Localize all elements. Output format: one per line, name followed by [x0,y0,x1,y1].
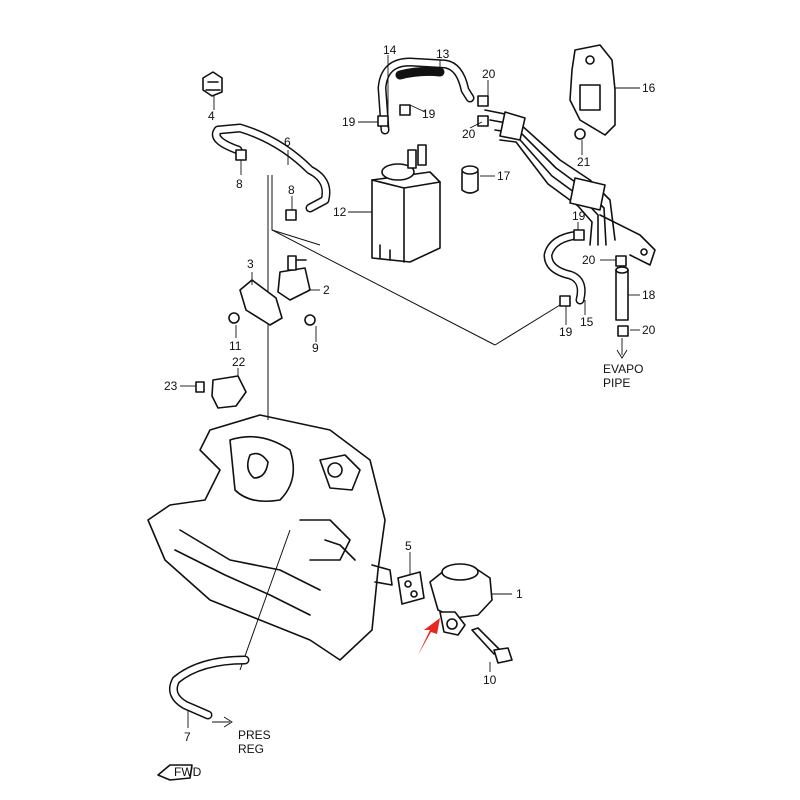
clip-4 [202,71,223,97]
intake-manifold [147,414,393,661]
callout-6: 6 [284,135,291,149]
sensor-22 [211,375,247,409]
canister [371,144,441,263]
callout-labels: 14 13 20 19 19 20 16 21 17 12 19 20 18 1… [164,43,656,744]
gasket-5 [397,571,425,605]
callout-8-right: 8 [288,183,295,197]
callout-13: 13 [436,47,450,61]
callout-20-upper: 20 [462,127,476,141]
callout-16: 16 [642,81,656,95]
callout-19-top: 19 [342,115,356,129]
callout-10: 10 [483,673,497,687]
callout-3: 3 [247,257,254,271]
callout-12: 12 [333,205,347,219]
fwd-label: FWD [174,765,202,779]
callout-20-top: 20 [482,67,496,81]
red-pointer-arrow [418,618,440,655]
pres-reg-label-line1: PRES [238,728,271,742]
tube-18 [615,266,629,321]
callout-19-canister: 19 [422,107,436,121]
part-17-cap [461,165,479,194]
pipe-bundle [484,109,656,266]
callout-19-lower: 19 [559,325,573,339]
hose-6 [211,123,331,213]
callout-2: 2 [323,283,330,297]
callout-8-left: 8 [236,177,243,191]
callout-20-lower: 20 [642,323,656,337]
bracket-16 [569,44,616,136]
callout-19-right: 19 [572,209,586,223]
evapo-pipe-label-line1: EVAPO [603,362,643,376]
bolt-10 [471,627,513,664]
callout-23: 23 [164,379,178,393]
evapo-pipe-label-line2: PIPE [603,376,630,390]
callout-14: 14 [383,43,397,57]
callout-21: 21 [577,155,591,169]
fwd-arrow: FWD [157,764,202,781]
callout-20-mid: 20 [582,253,596,267]
callout-11: 11 [229,339,242,353]
connection-lines [239,175,561,671]
leader-lines [180,55,640,728]
clamps [195,95,629,393]
callout-22: 22 [232,355,246,369]
callout-4: 4 [208,109,215,123]
callout-7: 7 [184,730,191,744]
note-labels: EVAPO PIPE PRES REG [238,362,643,756]
pres-reg-label-line2: REG [238,742,264,756]
callout-5: 5 [405,539,412,553]
callout-1: 1 [516,587,523,601]
hose-15 [543,230,586,305]
callout-9: 9 [312,341,319,355]
hose-7 [169,655,250,720]
callout-15: 15 [580,315,594,329]
hose-13-14 [377,57,475,135]
egr-valve-1 [429,563,493,636]
callout-18: 18 [642,288,656,302]
callout-17: 17 [497,169,511,183]
